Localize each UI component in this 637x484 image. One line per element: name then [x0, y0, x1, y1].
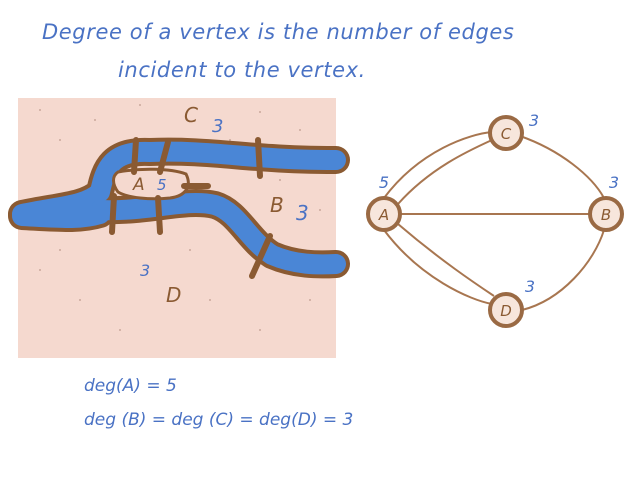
title-line-2: incident to the vertex. [118, 58, 366, 82]
vertex-d-label: D [500, 302, 512, 320]
edge-a-d-outer [383, 229, 493, 305]
edge-a-c-outer [383, 131, 493, 199]
bridge-4 [155, 195, 163, 235]
edge-d-b [521, 229, 605, 311]
edge-a-c-inner [397, 139, 493, 205]
bridge-1 [131, 137, 139, 175]
map-region-a-label: A [132, 175, 145, 195]
land-texture [39, 104, 321, 331]
edge-a-d-inner [397, 223, 495, 297]
equation-deg-bcd: deg (B) = deg (C) = deg(D) = 3 [84, 410, 354, 430]
vertex-d: D [488, 292, 524, 328]
map-region-b-degree: 3 [296, 201, 309, 225]
edge-c-b [519, 135, 605, 199]
vertex-d-degree: 3 [525, 277, 535, 296]
vertex-b: B [588, 196, 624, 232]
map-region-c-degree: 3 [212, 116, 223, 137]
graph: A 5 C 3 B 3 D 3 [366, 111, 624, 328]
vertex-b-label: B [601, 206, 611, 224]
map-region-b-label: B [270, 193, 284, 217]
equation-deg-a: deg(A) = 5 [84, 376, 177, 396]
bridge-2 [157, 139, 171, 175]
bridge-6 [255, 137, 263, 179]
title-line-1: Degree of a vertex is the number of edge… [42, 20, 515, 44]
vertex-a: A [366, 196, 402, 232]
vertex-a-label: A [378, 206, 389, 224]
vertex-c: C [488, 115, 524, 151]
map-region-d-label: D [166, 283, 181, 307]
bridge-7 [249, 233, 273, 279]
map-region-c-label: C [184, 103, 198, 127]
island-a [112, 167, 190, 201]
map-illustration: C 3 A 5 B 3 3 D [8, 98, 350, 358]
map-region-a-degree: 5 [157, 176, 167, 194]
vertex-c-label: C [501, 125, 512, 143]
graph-edges [383, 131, 605, 311]
vertex-b-degree: 3 [609, 173, 619, 192]
bridge-3 [109, 193, 117, 235]
vertex-c-degree: 3 [529, 111, 539, 130]
vertex-a-degree: 5 [379, 173, 389, 192]
bridges [109, 137, 273, 279]
map-region-d-degree: 3 [140, 261, 150, 280]
